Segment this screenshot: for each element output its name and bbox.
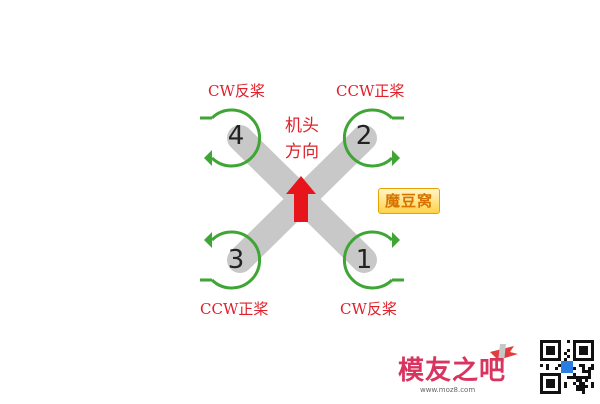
qr-code [538, 338, 596, 396]
motor-2-label: CCW正桨 [336, 82, 405, 100]
plane-logo-icon [490, 344, 518, 362]
heading-label-line-2: 方向 [285, 142, 319, 162]
motor-3-number: 3 [227, 245, 245, 275]
motor-2-number: 2 [355, 121, 373, 151]
motor-3-label: CCW正桨 [200, 300, 269, 318]
motor-4-ring [200, 108, 262, 168]
heading-arrow [286, 176, 316, 222]
motor-2-ring [342, 108, 404, 168]
motor-1-number: 1 [355, 245, 373, 275]
motor-1-label: CW反桨 [340, 300, 397, 318]
heading-label-line-1: 机头 [285, 116, 319, 136]
watermark-badge: 魔豆窝 [378, 188, 441, 214]
motor-4-number: 4 [227, 121, 245, 151]
motor-1-ring [342, 230, 404, 290]
motor-4-label: CW反桨 [208, 82, 265, 100]
brand-url: www.moz8.com [420, 386, 476, 394]
brand-logo-text: 模友之吧 [398, 356, 507, 386]
motor-3-ring [200, 230, 262, 290]
